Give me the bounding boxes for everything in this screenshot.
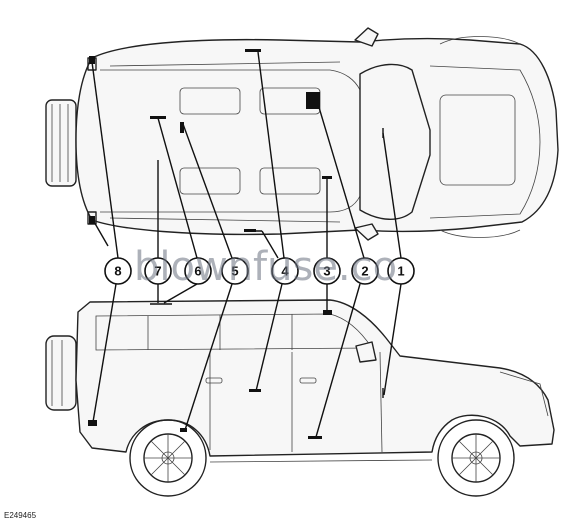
svg-text:5: 5 <box>231 264 238 279</box>
callout-3: 3 <box>313 257 341 285</box>
location-markers <box>88 49 332 439</box>
svg-text:6: 6 <box>194 264 201 279</box>
side-rear-wheel <box>129 419 207 497</box>
svg-text:4: 4 <box>281 264 289 279</box>
callout-5: 5 <box>221 257 249 285</box>
svg-text:1: 1 <box>397 264 404 279</box>
leader-lines <box>91 51 402 438</box>
side-front-wheel <box>437 419 515 497</box>
watermark-text: blownfuse.co <box>134 244 397 290</box>
callout-8: 8 <box>104 257 132 285</box>
svg-text:2: 2 <box>361 264 368 279</box>
callout-2: 2 <box>351 257 379 285</box>
callouts: 8 7 6 5 4 3 2 1 <box>104 257 415 285</box>
callout-7: 7 <box>144 257 172 285</box>
svg-text:7: 7 <box>154 264 161 279</box>
figure-code: E249465 <box>4 511 37 520</box>
callout-6: 6 <box>184 257 212 285</box>
top-spare-wheel <box>45 99 77 187</box>
side-spare-wheel <box>45 335 77 411</box>
callout-4: 4 <box>271 257 299 285</box>
svg-text:3: 3 <box>323 264 330 279</box>
vehicle-side-view <box>45 299 555 497</box>
callout-1: 1 <box>387 257 415 285</box>
top-body-outline <box>75 38 559 236</box>
svg-text:8: 8 <box>114 264 121 279</box>
vehicle-top-view <box>45 27 559 241</box>
